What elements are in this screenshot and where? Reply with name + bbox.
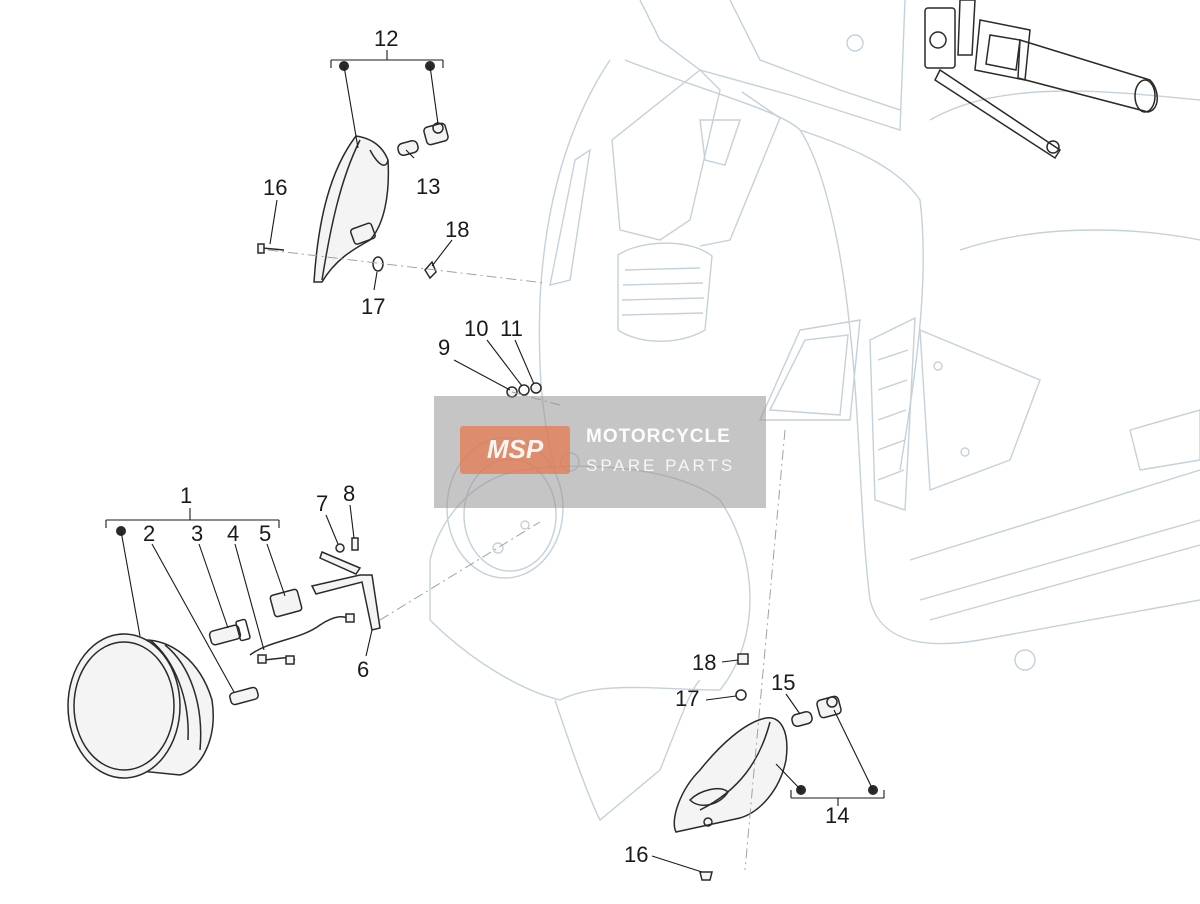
clip-18-top (424, 260, 437, 280)
bracket-6 (310, 550, 381, 631)
callout-13: 13 (416, 174, 440, 199)
callout-3: 3 (191, 521, 203, 546)
scooter-body-outline (429, 0, 1200, 822)
callout-9: 9 (438, 335, 450, 360)
callout-labels: 1 2 3 4 5 6 7 8 9 10 11 12 13 14 15 16 1… (143, 26, 849, 867)
callout-1: 1 (180, 483, 192, 508)
connector-5 (269, 588, 303, 618)
front-turn-indicator-right (673, 717, 788, 833)
callout-15: 15 (771, 670, 795, 695)
leader-lines (105, 50, 885, 873)
callout-17-top: 17 (361, 294, 385, 319)
watermark-title: MOTORCYCLE (586, 426, 731, 447)
washer-10 (518, 384, 530, 396)
callout-7: 7 (316, 491, 328, 516)
watermark-banner: MSP MOTORCYCLE SPARE PARTS (434, 396, 766, 508)
bulb-socket-14 (816, 695, 842, 719)
screw-16-top (257, 243, 285, 254)
watermark-subtitle: SPARE PARTS (586, 456, 736, 475)
nut-11 (530, 382, 542, 394)
callout-12: 12 (374, 26, 398, 51)
callout-6: 6 (357, 657, 369, 682)
callout-14: 14 (825, 803, 849, 828)
screw-8 (351, 537, 359, 551)
callout-18-bottom: 18 (692, 650, 716, 675)
handlebar-grip (924, 0, 1158, 160)
callout-16-bottom: 16 (624, 842, 648, 867)
callout-11: 11 (500, 316, 523, 341)
callout-18-top: 18 (445, 217, 469, 242)
callout-17-bottom: 17 (675, 686, 699, 711)
screw-16-bottom (699, 871, 713, 881)
callout-10: 10 (464, 316, 488, 341)
side-vent (869, 316, 916, 511)
bulb-socket-12 (423, 122, 449, 146)
callout-5: 5 (259, 521, 271, 546)
horn-grille (617, 242, 713, 342)
callout-2: 2 (143, 521, 155, 546)
screw-7 (335, 543, 345, 553)
headlight-unit (67, 633, 214, 779)
bulb-2 (229, 686, 259, 706)
bulb-15 (791, 710, 813, 728)
wiring-4 (249, 613, 355, 665)
front-turn-indicator-left (313, 135, 390, 283)
washer-17-bottom (735, 689, 747, 701)
bulb-3 (208, 618, 251, 646)
bulb-13 (397, 139, 419, 157)
callout-4: 4 (227, 521, 239, 546)
callout-8: 8 (343, 481, 355, 506)
watermark-logo: MSP (460, 426, 570, 474)
watermark-logo-text: MSP (486, 434, 544, 464)
callout-16-top: 16 (263, 175, 287, 200)
clip-18-bottom (737, 653, 749, 665)
